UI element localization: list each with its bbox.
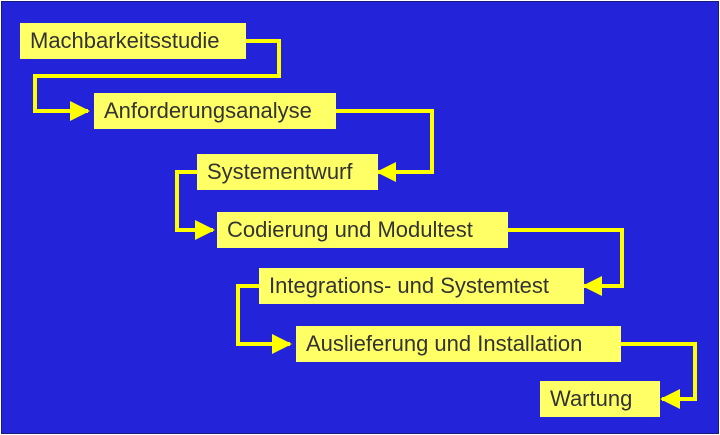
phase-box-integrations-und-systemtest: Integrations- und Systemtest [259,268,584,304]
phase-box-auslieferung-und-installation: Auslieferung und Installation [296,326,621,362]
connector-2-3 [336,109,434,182]
connector-6-7 [621,342,697,409]
phase-box-wartung: Wartung [540,381,660,417]
connector-3-4 [175,170,215,240]
connector-1-2 [33,39,281,121]
phase-box-codierung-und-modultest: Codierung und Modultest [217,212,508,248]
phase-box-systementwurf: Systementwurf [197,154,378,190]
phase-box-machbarkeitsstudie: Machbarkeitsstudie [20,23,246,59]
connector-4-5 [508,228,624,296]
connector-5-6 [236,284,292,354]
phase-box-anforderungsanalyse: Anforderungsanalyse [94,93,336,129]
